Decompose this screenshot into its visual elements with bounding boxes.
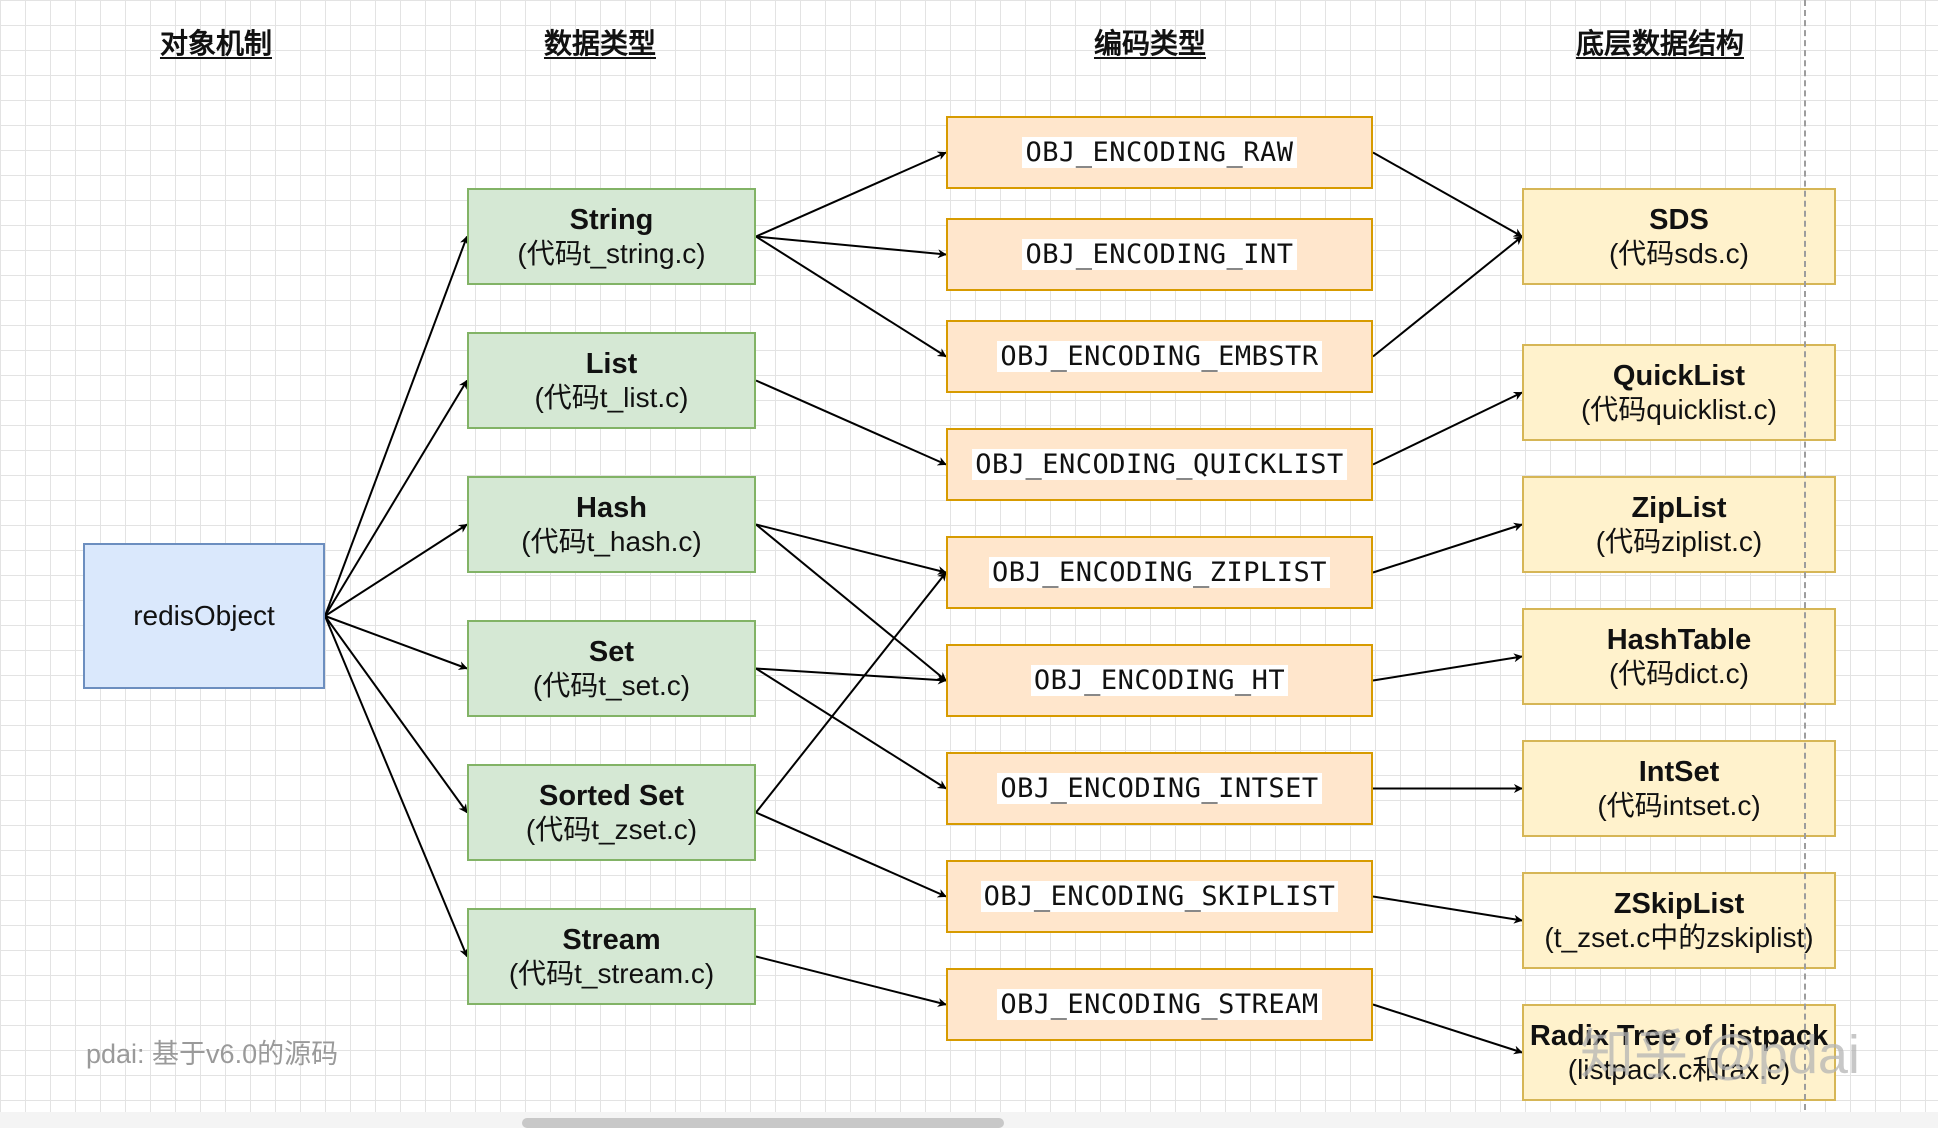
header-structure: 底层数据结构 <box>1575 28 1744 59</box>
node-datatype-list-title: List <box>585 347 638 380</box>
edge-datatype-0-to-encoding-1 <box>755 235 947 259</box>
edge-datatype-4-to-encoding-7 <box>755 811 947 898</box>
node-structure-intset-subtitle: (代码intset.c) <box>1597 789 1761 821</box>
edge-datatype-0-to-encoding-0 <box>755 151 947 238</box>
node-datatype-hash-subtitle: (代码t_hash.c) <box>521 525 702 557</box>
node-structure-ziplist-subtitle: (代码ziplist.c) <box>1595 525 1763 557</box>
edge-root-to-datatype-4 <box>324 615 468 814</box>
node-encoding-stream[interactable]: OBJ_ENCODING_STREAM <box>946 968 1373 1041</box>
node-datatype-hash-title: Hash <box>576 491 647 524</box>
node-encoding-ht-label: OBJ_ENCODING_HT <box>1030 665 1289 696</box>
scrollbar-thumb[interactable] <box>522 1118 1004 1128</box>
header-encoding: 编码类型 <box>1093 28 1206 59</box>
node-structure-ziplist[interactable]: ZipList(代码ziplist.c) <box>1522 476 1836 573</box>
node-datatype-stream[interactable]: Stream(代码t_stream.c) <box>467 908 756 1005</box>
edge-encoding-4-to-structure-2 <box>1372 522 1523 574</box>
edge-root-to-datatype-0 <box>324 235 469 617</box>
node-structure-quicklist[interactable]: QuickList(代码quicklist.c) <box>1522 344 1836 441</box>
node-datatype-list[interactable]: List(代码t_list.c) <box>467 332 756 429</box>
node-encoding-raw-label: OBJ_ENCODING_RAW <box>1022 137 1297 168</box>
node-datatype-stream-title: Stream <box>562 923 661 956</box>
node-encoding-ziplist[interactable]: OBJ_ENCODING_ZIPLIST <box>946 536 1373 609</box>
page-boundary-line <box>1804 0 1806 1110</box>
node-datatype-string[interactable]: String(代码t_string.c) <box>467 188 756 285</box>
node-structure-hashtable-title: HashTable <box>1606 623 1752 656</box>
node-datatype-stream-subtitle: (代码t_stream.c) <box>508 957 715 989</box>
watermark: 知乎 @pdai <box>1580 1025 1860 1085</box>
edge-root-to-datatype-1 <box>324 379 468 617</box>
node-encoding-int[interactable]: OBJ_ENCODING_INT <box>946 218 1373 291</box>
node-datatype-hash[interactable]: Hash(代码t_hash.c) <box>467 476 756 573</box>
node-structure-intset[interactable]: IntSet(代码intset.c) <box>1522 740 1836 837</box>
node-structure-radix-tree-of-listpack-title: Radix Tree of listpack <box>1529 1019 1829 1052</box>
node-datatype-set-subtitle: (代码t_set.c) <box>532 669 691 701</box>
edge-datatype-5-to-encoding-8 <box>755 955 947 1007</box>
node-encoding-raw[interactable]: OBJ_ENCODING_RAW <box>946 116 1373 189</box>
node-structure-zskiplist-subtitle: (t_zset.c中的zskiplist) <box>1544 921 1814 953</box>
node-structure-hashtable[interactable]: HashTable(代码dict.c) <box>1522 608 1836 705</box>
node-encoding-skiplist-label: OBJ_ENCODING_SKIPLIST <box>980 881 1339 912</box>
node-datatype-string-subtitle: (代码t_string.c) <box>517 237 706 269</box>
node-structure-sds-title: SDS <box>1649 203 1709 236</box>
node-encoding-embstr[interactable]: OBJ_ENCODING_EMBSTR <box>946 320 1373 393</box>
edge-datatype-2-to-encoding-5 <box>755 523 947 682</box>
node-structure-ziplist-title: ZipList <box>1631 491 1727 524</box>
node-datatype-string-title: String <box>569 203 654 236</box>
footnote: pdai: 基于v6.0的源码 <box>86 1039 339 1069</box>
edge-datatype-3-to-encoding-5 <box>755 667 947 685</box>
node-encoding-skiplist[interactable]: OBJ_ENCODING_SKIPLIST <box>946 860 1373 933</box>
node-structure-hashtable-subtitle: (代码dict.c) <box>1608 657 1749 689</box>
node-structure-zskiplist[interactable]: ZSkipList(t_zset.c中的zskiplist) <box>1522 872 1836 969</box>
edge-root-to-datatype-5 <box>324 615 469 958</box>
node-encoding-int-label: OBJ_ENCODING_INT <box>1022 239 1297 270</box>
node-datatype-set-title: Set <box>588 635 635 668</box>
node-structure-quicklist-title: QuickList <box>1612 359 1746 392</box>
node-datatype-sorted-set-title: Sorted Set <box>538 779 685 812</box>
node-encoding-intset-label: OBJ_ENCODING_INTSET <box>997 773 1322 804</box>
node-encoding-ziplist-label: OBJ_ENCODING_ZIPLIST <box>988 557 1331 588</box>
node-encoding-ht[interactable]: OBJ_ENCODING_HT <box>946 644 1373 717</box>
node-encoding-intset[interactable]: OBJ_ENCODING_INTSET <box>946 752 1373 825</box>
edge-encoding-3-to-structure-1 <box>1372 391 1523 466</box>
node-encoding-stream-label: OBJ_ENCODING_STREAM <box>997 989 1322 1020</box>
edge-datatype-1-to-encoding-3 <box>755 379 947 466</box>
edge-encoding-7-to-structure-5 <box>1372 895 1523 924</box>
node-datatype-sorted-set[interactable]: Sorted Set(代码t_zset.c) <box>467 764 756 861</box>
node-root-label: redisObject <box>133 600 275 631</box>
node-structure-radix-tree-of-listpack-subtitle: (listpack.c和rax.c) <box>1567 1053 1791 1085</box>
node-encoding-quicklist-label: OBJ_ENCODING_QUICKLIST <box>972 449 1347 480</box>
edge-datatype-0-to-encoding-2 <box>755 235 947 358</box>
edge-datatype-4-to-encoding-4 <box>755 571 947 814</box>
node-structure-zskiplist-title: ZSkipList <box>1613 887 1745 920</box>
edge-datatype-3-to-encoding-6 <box>755 667 947 790</box>
node-structure-intset-title: IntSet <box>1638 755 1720 788</box>
edge-root-to-datatype-3 <box>324 615 468 670</box>
header-datatype: 数据类型 <box>543 28 656 59</box>
node-datatype-sorted-set-subtitle: (代码t_zset.c) <box>525 813 698 845</box>
edge-root-to-datatype-2 <box>324 523 468 617</box>
edge-encoding-5-to-structure-3 <box>1372 653 1523 682</box>
node-encoding-quicklist[interactable]: OBJ_ENCODING_QUICKLIST <box>946 428 1373 501</box>
node-encoding-embstr-label: OBJ_ENCODING_EMBSTR <box>997 341 1322 372</box>
edge-encoding-8-to-structure-6 <box>1372 1003 1523 1055</box>
node-structure-sds[interactable]: SDS(代码sds.c) <box>1522 188 1836 285</box>
edge-datatype-2-to-encoding-4 <box>755 523 947 575</box>
node-datatype-list-subtitle: (代码t_list.c) <box>534 381 689 413</box>
node-structure-quicklist-subtitle: (代码quicklist.c) <box>1580 393 1777 425</box>
node-datatype-set[interactable]: Set(代码t_set.c) <box>467 620 756 717</box>
node-structure-sds-subtitle: (代码sds.c) <box>1608 237 1749 269</box>
header-object: 对象机制 <box>159 28 272 59</box>
edge-encoding-2-to-structure-0 <box>1372 235 1523 358</box>
edge-encoding-0-to-structure-0 <box>1372 151 1523 238</box>
node-structure-radix-tree-of-listpack[interactable]: Radix Tree of listpack(listpack.c和rax.c) <box>1522 1004 1836 1101</box>
node-root[interactable]: redisObject <box>83 543 325 689</box>
